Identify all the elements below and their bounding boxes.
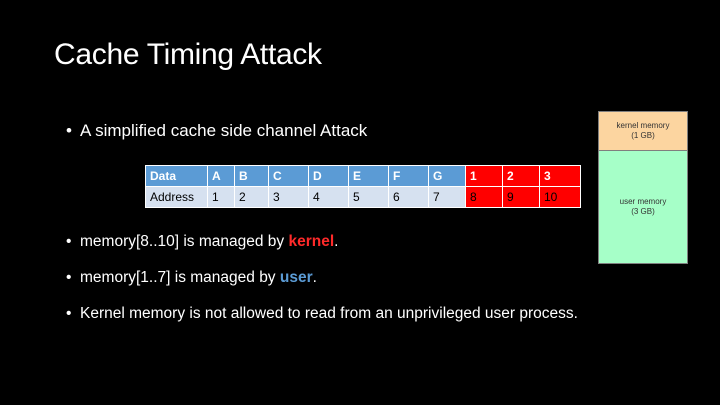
table-cell-address-6: 6 [388, 186, 429, 208]
table-cell-address-7: 7 [428, 186, 466, 208]
slide-title: Cache Timing Attack [54, 38, 322, 71]
bullet-dot: • [66, 269, 72, 286]
table-cell-data-2: 2 [502, 165, 540, 187]
bullet-text: A simplified cache side channel Attack [80, 121, 368, 140]
table-cell-address-4: 4 [308, 186, 349, 208]
table-cell-data-label: Data [145, 165, 208, 187]
bullet-text: memory[8..10] is managed by [80, 233, 289, 250]
table-cell-address-10: 10 [539, 186, 581, 208]
user-memory-size: (3 GB) [631, 207, 655, 216]
bullet-dot: • [66, 121, 72, 140]
bullet-suffix: . [334, 233, 339, 250]
bullet-text: Kernel memory is not allowed to read fro… [80, 305, 578, 322]
table-cell-address-label: Address [145, 186, 208, 208]
table-row-data: Data A B C D E F G 1 2 3 [145, 165, 581, 187]
kernel-memory-size: (1 GB) [631, 131, 655, 140]
table-cell-data-1: 1 [465, 165, 503, 187]
table-cell-address-9: 9 [502, 186, 540, 208]
table-cell-data-g: G [428, 165, 466, 187]
table-cell-data-a: A [207, 165, 235, 187]
table-cell-address-2: 2 [234, 186, 269, 208]
table-cell-data-e: E [348, 165, 389, 187]
table-cell-data-3: 3 [539, 165, 581, 187]
table-cell-data-b: B [234, 165, 269, 187]
bullet-user-managed: • memory[1..7] is managed by user. [66, 269, 317, 287]
bullet-dot: • [66, 233, 72, 250]
table-cell-address-5: 5 [348, 186, 389, 208]
table-cell-address-3: 3 [268, 186, 309, 208]
table-cell-address-1: 1 [207, 186, 235, 208]
bullet-kernel-restriction: • Kernel memory is not allowed to read fr… [66, 305, 578, 323]
table-cell-data-c: C [268, 165, 309, 187]
table-cell-data-f: F [388, 165, 429, 187]
kernel-memory-label: kernel memory [616, 121, 670, 130]
cache-table: Data A B C D E F G 1 2 3 Address 1 2 3 4… [145, 165, 581, 208]
table-cell-address-8: 8 [465, 186, 503, 208]
bullet-dot: • [66, 305, 72, 322]
table-row-address: Address 1 2 3 4 5 6 7 8 9 10 [145, 186, 581, 208]
user-memory-label: user memory [619, 197, 667, 206]
bullet-text: memory[1..7] is managed by [80, 269, 280, 286]
table-cell-data-d: D [308, 165, 349, 187]
kernel-highlight: kernel [288, 233, 335, 250]
bullet-suffix: . [312, 269, 317, 286]
user-highlight: user [279, 269, 313, 286]
user-memory-box: user memory (3 GB) [598, 150, 688, 264]
kernel-memory-box: kernel memory (1 GB) [598, 111, 688, 151]
bullet-simplified-attack: • A simplified cache side channel Attack [66, 121, 368, 141]
bullet-kernel-managed: • memory[8..10] is managed by kernel. [66, 233, 339, 251]
